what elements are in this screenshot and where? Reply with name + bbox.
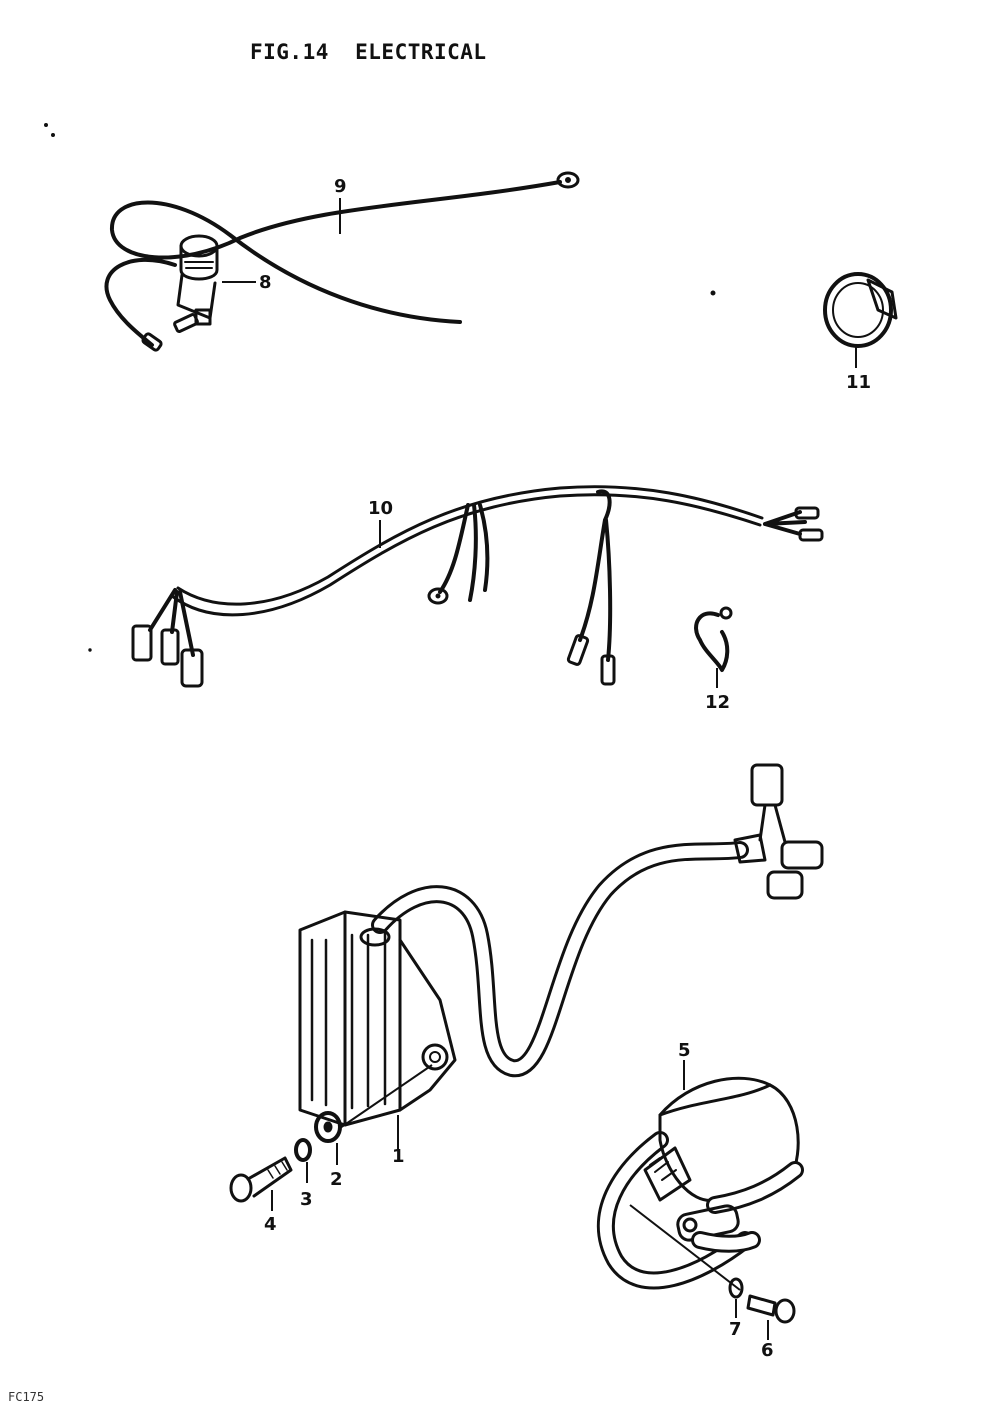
- part-8-switch: [173, 234, 219, 334]
- callout-5: 5: [678, 1040, 691, 1061]
- figure-title: FIG.14 ELECTRICAL: [250, 40, 487, 64]
- part-4-bolt: [229, 1156, 293, 1203]
- part-9-ground-wire: [104, 171, 580, 352]
- callout-10: 10: [368, 498, 393, 519]
- callout-6: 6: [761, 1340, 774, 1361]
- leader-center: [339, 1064, 433, 1129]
- part-6-bolt: [746, 1294, 796, 1324]
- callout-3: 3: [300, 1189, 313, 1210]
- callout-7: 7: [729, 1319, 742, 1340]
- part-7-washer: [728, 1277, 744, 1299]
- callout-9: 9: [334, 176, 347, 197]
- leader-mount: [629, 1204, 741, 1291]
- callout-8: 8: [259, 272, 272, 293]
- part-5-ignition-coil: [596, 1076, 804, 1290]
- callout-1: 1: [392, 1146, 405, 1167]
- part-12-wire-clamp: [694, 606, 733, 672]
- callout-4: 4: [264, 1214, 277, 1235]
- figure-code: FC175: [8, 1390, 45, 1404]
- part-10-wiring-harness: [131, 485, 824, 688]
- part-3-lock-washer: [294, 1138, 312, 1162]
- callout-12: 12: [705, 692, 730, 713]
- part-2-washer: [314, 1111, 342, 1143]
- print-specks: [44, 123, 716, 652]
- callout-11: 11: [846, 372, 871, 393]
- part-11-band-clamp: [823, 272, 898, 348]
- part-1-cdi-unit: [298, 763, 824, 1127]
- callout-2: 2: [330, 1169, 343, 1190]
